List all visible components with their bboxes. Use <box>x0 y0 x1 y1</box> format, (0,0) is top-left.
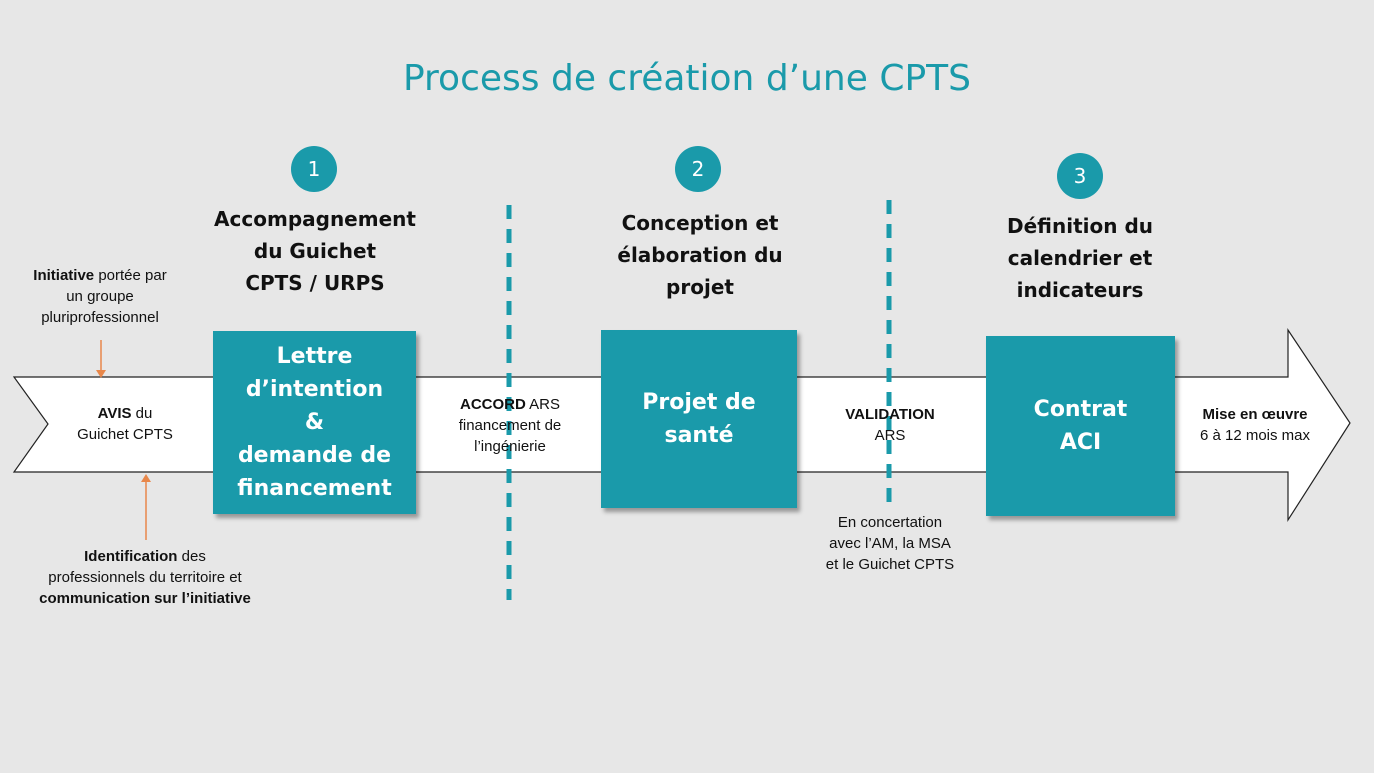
step-title-3: Définition du calendrier et indicateurs <box>1007 214 1153 302</box>
step-number-3: 3 <box>1057 153 1103 199</box>
arrow-up-icon <box>141 474 151 540</box>
label-validation-ars: VALIDATION ARS <box>845 406 935 444</box>
label-identification: Identification des professionnels du ter… <box>39 548 251 607</box>
page-title: Process de création d’une CPTS <box>402 58 972 99</box>
label-concertation: En concertation avec l’AM, la MSA et le … <box>825 514 955 573</box>
label-initiative: Initiative portée par un groupe pluripro… <box>33 267 167 326</box>
box-contrat-aci: Contrat ACI <box>986 336 1175 516</box>
box-lettre-intention: Lettre d’intention & demande de financem… <box>213 331 416 514</box>
label-accord-ars: ACCORD ARS financement de l’ingénierie <box>458 396 562 455</box>
step-number-2: 2 <box>675 146 721 192</box>
step-title-2: Conception et élaboration du projet <box>617 211 783 299</box>
step-number-1: 1 <box>291 146 337 192</box>
box-projet-sante: Projet de santé <box>601 330 797 508</box>
step-title-1: Accompagnement du Guichet CPTS / URPS <box>214 207 416 295</box>
arrow-down-icon <box>96 340 106 378</box>
label-mise-en-oeuvre: Mise en œuvre 6 à 12 mois max <box>1199 406 1311 444</box>
label-avis: AVIS du Guichet CPTS <box>77 405 173 443</box>
